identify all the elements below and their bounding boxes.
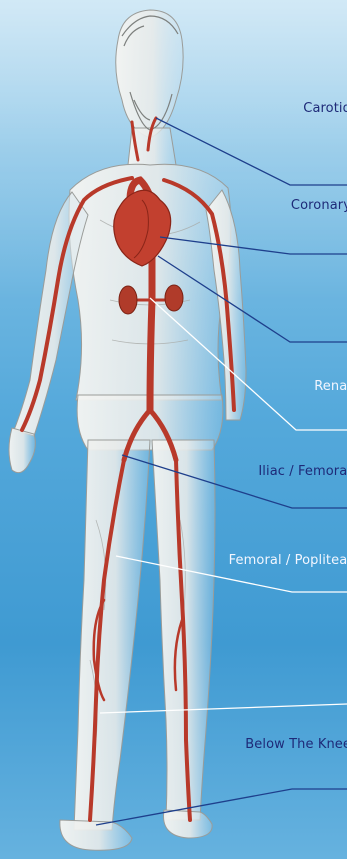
below-knee-leader-line [100, 704, 347, 713]
coronary-label: Coronary [291, 198, 347, 214]
renal-label: Renal [314, 379, 347, 395]
below-knee-foot-leader-line [96, 789, 347, 825]
femoral-popliteal-label: Femoral / Popliteal [229, 553, 347, 569]
carotid-label: Carotid [303, 101, 347, 117]
iliac-femoral-label: Iliac / Femoral [258, 464, 347, 480]
below-the-knee-label: Below The Knee [245, 737, 347, 753]
